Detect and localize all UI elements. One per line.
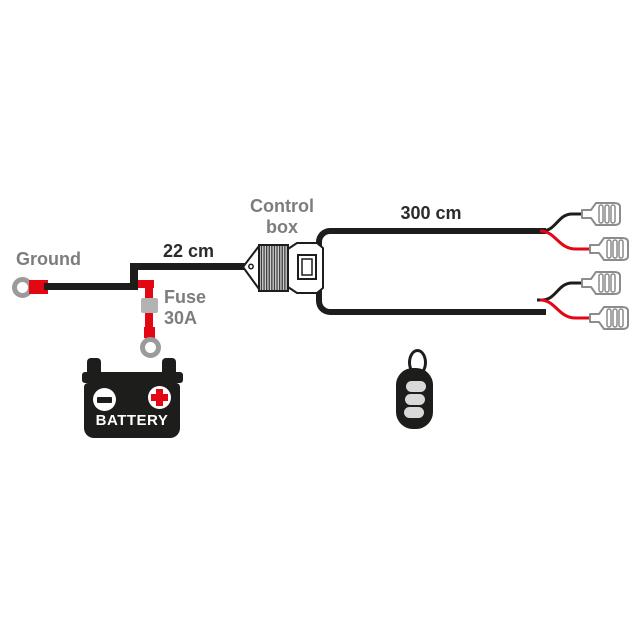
fuse-label-line1: Fuse bbox=[164, 287, 207, 307]
spade-connector-pair-bottom bbox=[537, 271, 629, 330]
battery-icon: BATTERY bbox=[82, 358, 183, 438]
battery-label: BATTERY bbox=[95, 412, 169, 429]
fuse-crimp bbox=[144, 327, 155, 338]
plus-terminal-icon bbox=[148, 386, 171, 409]
rear-wire-bracket bbox=[316, 228, 546, 315]
battery-terminal-post bbox=[87, 358, 101, 374]
control-box-icon bbox=[242, 242, 324, 294]
control-box-label-line2: box bbox=[265, 217, 298, 237]
spade-connector-pair-top bbox=[537, 202, 629, 261]
rear-wire-length-label: 300 cm bbox=[400, 203, 462, 223]
remote-fob-icon bbox=[396, 349, 436, 429]
fuse-block-icon bbox=[141, 298, 158, 313]
front-wire-length-label: 22 cm bbox=[162, 241, 215, 261]
control-box-label: Control box bbox=[238, 196, 326, 238]
battery-terminal-post bbox=[162, 358, 176, 374]
fob-button bbox=[404, 407, 424, 418]
front-wire bbox=[130, 263, 247, 270]
ground-label: Ground bbox=[16, 249, 81, 269]
minus-terminal-icon bbox=[93, 388, 116, 411]
control-box-label-line1: Control bbox=[250, 196, 314, 216]
ground-wire bbox=[44, 283, 138, 290]
ring-terminal-icon bbox=[140, 337, 161, 358]
fob-button bbox=[406, 381, 426, 392]
fob-button bbox=[405, 394, 425, 405]
ground-crimp bbox=[29, 280, 48, 294]
battery-lid bbox=[82, 372, 183, 383]
fuse-wire-top-v bbox=[145, 280, 153, 299]
fuse-label: Fuse 30A bbox=[164, 287, 206, 329]
wire-corner bbox=[130, 263, 138, 290]
fuse-wire-bottom bbox=[145, 313, 153, 339]
fuse-label-line2: 30A bbox=[164, 308, 198, 328]
